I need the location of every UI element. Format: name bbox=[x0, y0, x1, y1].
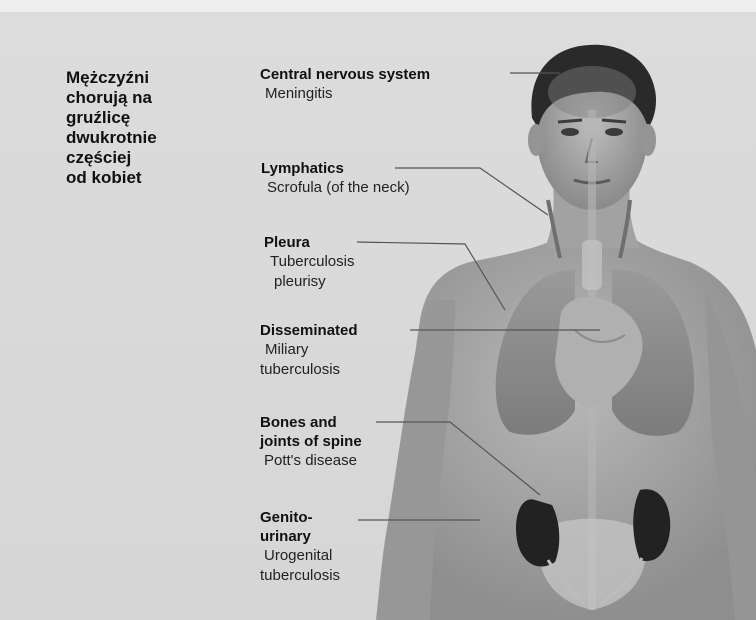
label-central-nervous-system: Central nervous system Meningitis bbox=[260, 65, 430, 104]
label-title: Disseminated bbox=[260, 321, 358, 340]
label-desc: Pott's disease bbox=[260, 451, 362, 471]
label-desc: Scrofula (of the neck) bbox=[261, 178, 410, 198]
label-desc: Miliary bbox=[260, 340, 358, 360]
label-title: Pleura bbox=[264, 233, 354, 252]
label-desc: tuberculosis bbox=[260, 566, 340, 586]
label-disseminated: Disseminated Miliary tuberculosis bbox=[260, 321, 358, 380]
leader-bones bbox=[376, 422, 540, 495]
headline-line: gruźlicę bbox=[66, 108, 216, 128]
label-title: Bones and joints of spine bbox=[260, 413, 362, 451]
label-desc: tuberculosis bbox=[260, 360, 358, 380]
headline-line: dwukrotnie bbox=[66, 128, 216, 148]
label-title: Genito- urinary bbox=[260, 508, 340, 546]
label-lymphatics: Lymphatics Scrofula (of the neck) bbox=[261, 159, 410, 198]
headline-line: częściej bbox=[66, 148, 216, 168]
label-pleura: Pleura Tuberculosis pleurisy bbox=[264, 233, 354, 292]
headline-line: Mężczyźni bbox=[66, 68, 216, 88]
headline: Mężczyźni chorują na gruźlicę dwukrotnie… bbox=[66, 68, 216, 188]
headline-line: chorują na bbox=[66, 88, 216, 108]
label-bones-and-joints: Bones and joints of spine Pott's disease bbox=[260, 413, 362, 471]
label-desc: Urogenital bbox=[260, 546, 340, 566]
leader-lymphatics bbox=[395, 168, 548, 215]
label-desc: pleurisy bbox=[264, 272, 354, 292]
label-genito-urinary: Genito- urinary Urogenital tuberculosis bbox=[260, 508, 340, 586]
label-title: Central nervous system bbox=[260, 65, 430, 84]
label-title: Lymphatics bbox=[261, 159, 410, 178]
leader-pleura bbox=[357, 242, 505, 310]
label-desc: Tuberculosis bbox=[264, 252, 354, 272]
headline-line: od kobiet bbox=[66, 168, 216, 188]
label-desc: Meningitis bbox=[260, 84, 430, 104]
